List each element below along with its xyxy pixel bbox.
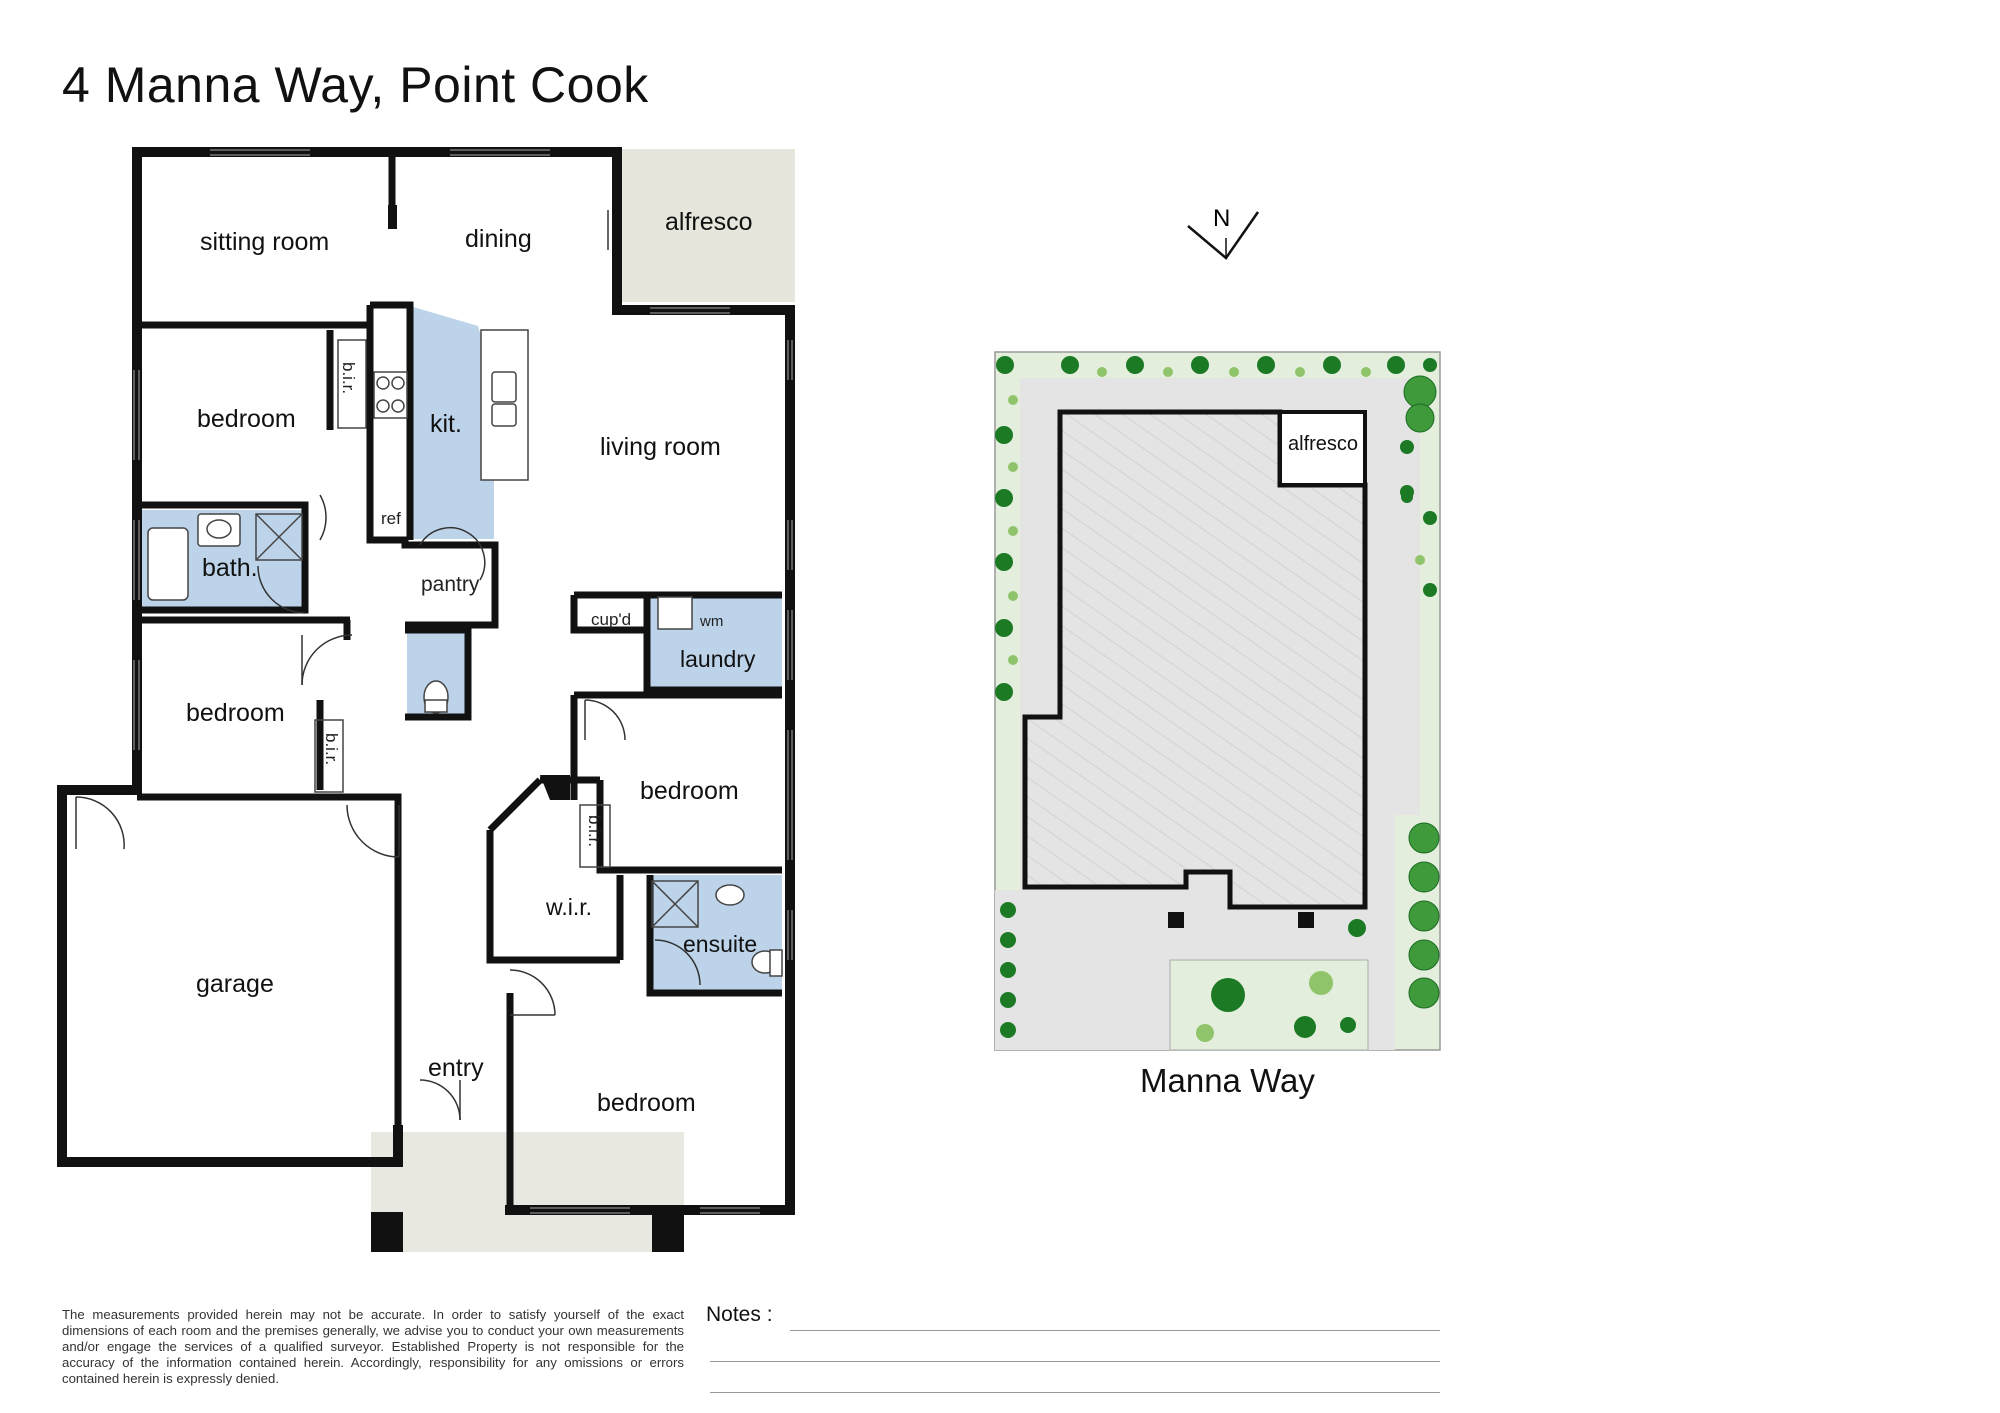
label-laundry: laundry [680, 646, 756, 672]
site-plan: alfresco Manna Way [994, 351, 1441, 1099]
street-label: Manna Way [1140, 1062, 1315, 1099]
round-trees [1403, 375, 1440, 1009]
label-cupd: cup'd [591, 610, 631, 629]
label-bedroom-1: bedroom [197, 405, 296, 433]
label-dining: dining [465, 225, 532, 253]
label-pantry: pantry [421, 573, 480, 596]
label-wir: w.i.r. [545, 894, 592, 920]
label-alfresco: alfresco [665, 208, 753, 236]
notes-line-1 [790, 1330, 1440, 1331]
site-alfresco [1278, 410, 1367, 487]
alfresco-area [617, 149, 795, 302]
label-ref: ref [381, 509, 401, 528]
label-bir-2: b.i.r. [322, 733, 341, 765]
label-sitting-room: sitting room [200, 228, 329, 256]
kitchen-floor [410, 306, 494, 539]
label-ensuite: ensuite [683, 931, 757, 957]
notes-line-3 [710, 1392, 1440, 1393]
trees [995, 356, 1437, 1038]
label-bath: bath. [202, 554, 258, 582]
shrubs [1008, 367, 1425, 1042]
label-bedroom-2: bedroom [186, 699, 285, 727]
north-arrow-icon: N [1187, 205, 1260, 260]
floor-plan: sitting room dining alfresco bedroom b.i… [57, 147, 795, 1252]
disclaimer-text: The measurements provided herein may not… [62, 1307, 684, 1386]
page-title: 4 Manna Way, Point Cook [62, 57, 649, 113]
label-bir-1: b.i.r. [339, 362, 358, 394]
porch-area [371, 1132, 684, 1252]
label-living-room: living room [600, 433, 721, 461]
label-garage: garage [196, 970, 274, 998]
label-bedroom-4: bedroom [597, 1089, 696, 1117]
site-alfresco-label: alfresco [1288, 433, 1358, 455]
driveway [995, 890, 1180, 1050]
label-kitchen: kit. [430, 410, 462, 438]
notes-label: Notes : [706, 1303, 773, 1326]
label-bedroom-3: bedroom [640, 777, 739, 805]
label-wm: wm [699, 613, 723, 630]
notes-line-2 [710, 1361, 1440, 1362]
label-bir-3: b.i.r. [585, 815, 604, 847]
north-label: N [1213, 205, 1230, 232]
label-entry: entry [428, 1054, 484, 1082]
